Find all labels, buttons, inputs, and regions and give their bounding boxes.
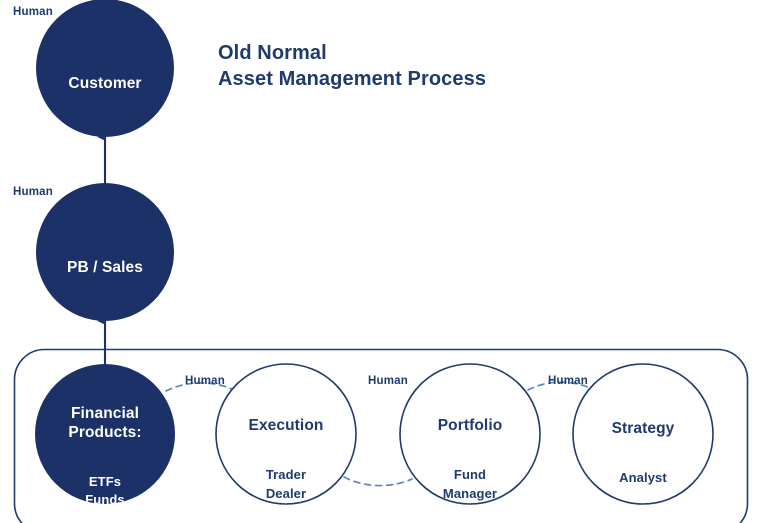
human-tag-customer: Human (13, 6, 53, 18)
human-tag-portfolio: Human (368, 375, 408, 387)
diagram-title: Old Normal Asset Management Process (218, 42, 487, 91)
node-circle-customer[interactable] (36, 0, 174, 137)
human-tag-execution: Human (185, 375, 225, 387)
link-products-execution-dashed-arc (165, 382, 233, 392)
human-tag-pb-sales: Human (13, 186, 53, 198)
node-circle-portfolio[interactable] (399, 363, 541, 505)
node-circle-execution[interactable] (215, 363, 357, 505)
human-tag-strategy: Human (548, 375, 588, 387)
link-portfolio-strategy-dashed-arc (527, 381, 591, 391)
node-circle-pb-sales[interactable] (36, 183, 174, 321)
link-execution-portfolio-dashed-arc (343, 476, 413, 487)
node-circle-strategy[interactable] (572, 363, 714, 505)
process-container (13, 348, 749, 523)
node-circle-financial-products[interactable] (35, 364, 175, 504)
